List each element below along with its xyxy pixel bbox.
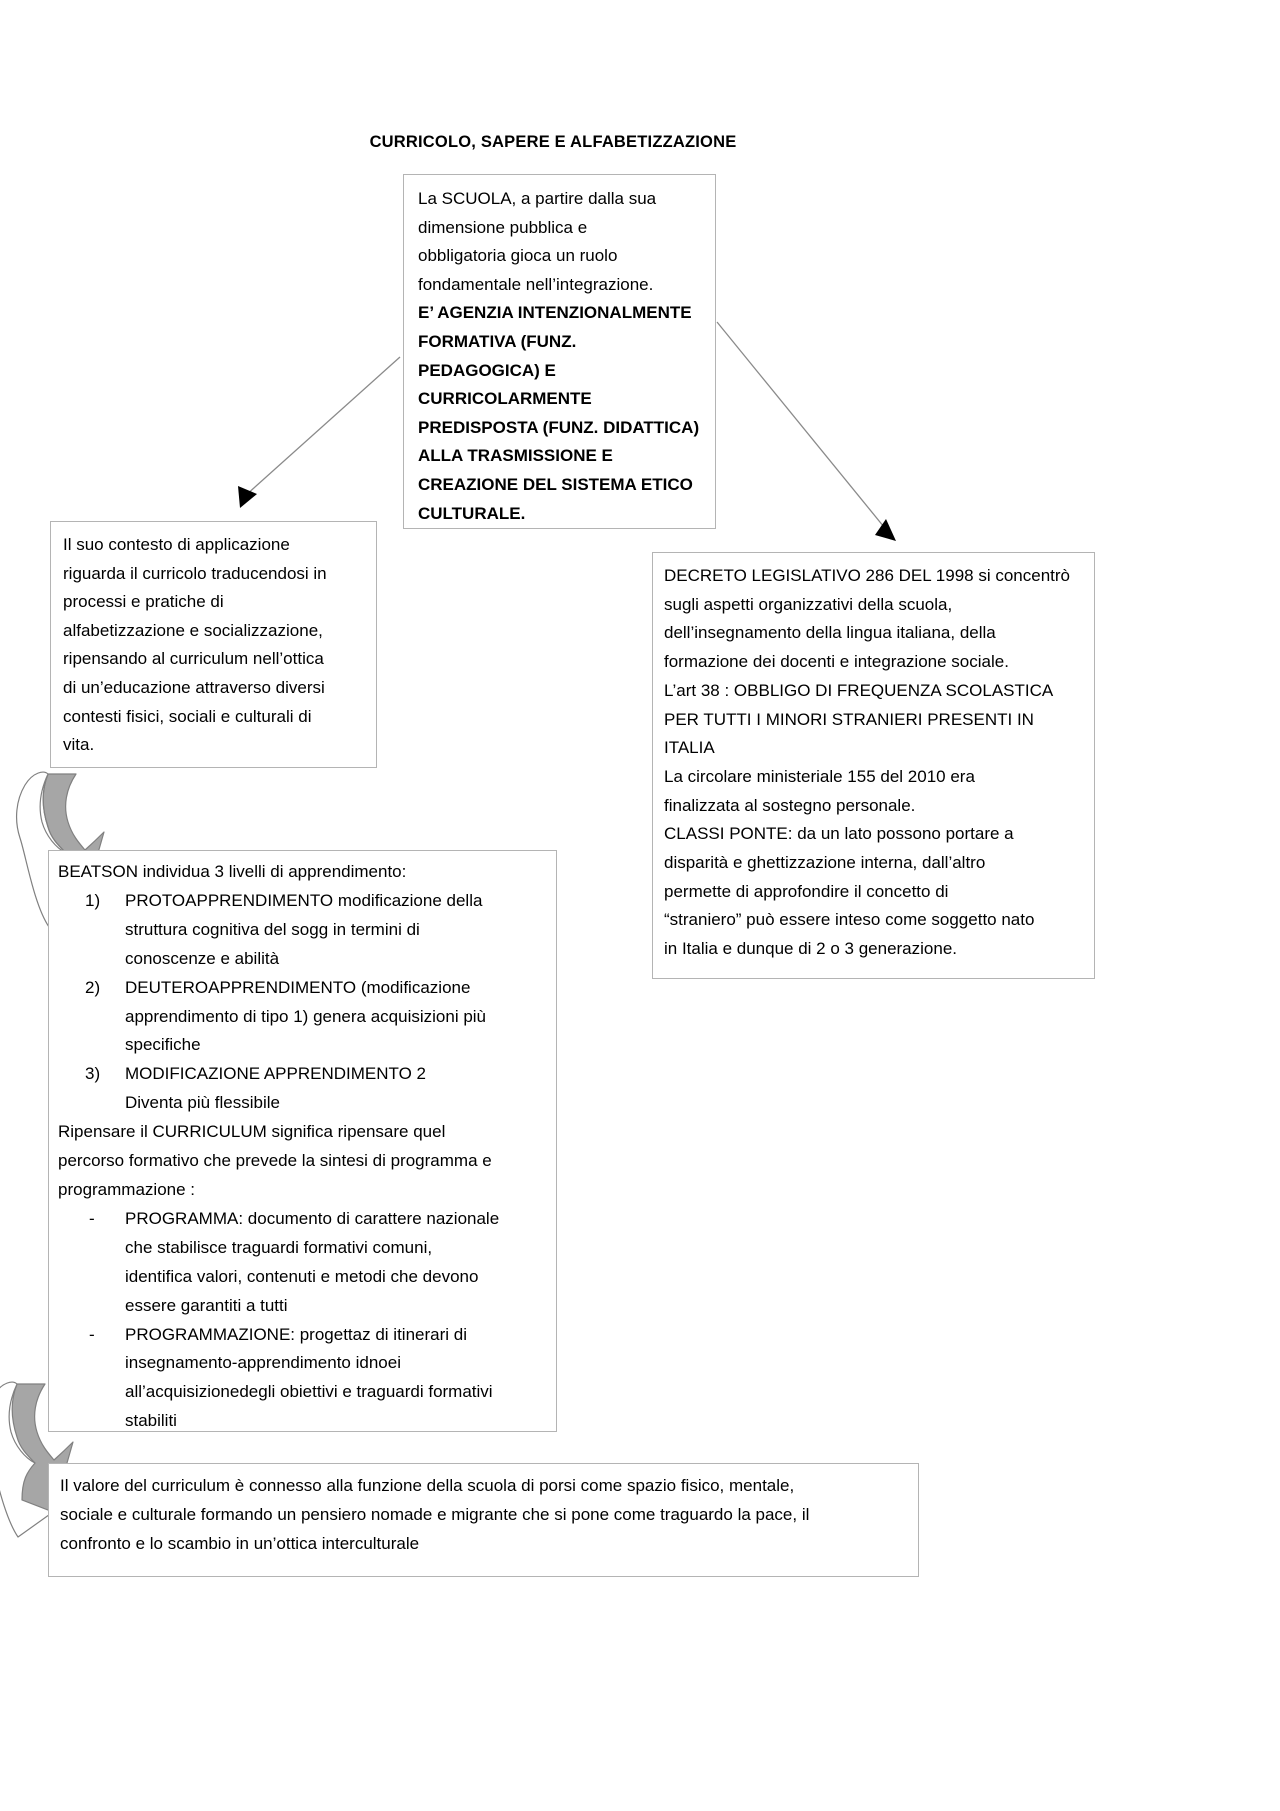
list-item: - PROGRAMMAZIONE: progettaz di itinerari… — [58, 1321, 548, 1437]
contesto-line: Il suo contesto di applicazione — [63, 535, 290, 554]
decreto-box: DECRETO LEGISLATIVO 286 DEL 1998 si conc… — [652, 552, 1095, 979]
scuola-bold-line: E’ AGENZIA INTENZIONALMENTE — [418, 303, 692, 323]
beatson-numbered-list: 1) PROTOAPPRENDIMENTO modificazione dell… — [58, 887, 548, 1118]
list-item-line: PROTOAPPRENDIMENTO modificazione della — [125, 890, 483, 910]
scuola-line: fondamentale nell’integrazione. — [418, 274, 654, 294]
decreto-line: dell’insegnamento della lingua italiana,… — [664, 623, 996, 643]
decreto-line: permette di approfondire il concetto di — [664, 881, 949, 901]
list-item-line: PROGRAMMAZIONE: progettaz di itinerari d… — [125, 1324, 467, 1344]
list-item-line: DEUTEROAPPRENDIMENTO (modificazione — [125, 977, 471, 997]
valore-line: Il valore del curriculum è connesso alla… — [60, 1476, 795, 1495]
beatson-middle-line: percorso formativo che prevede la sintes… — [58, 1151, 492, 1171]
decreto-line: La circolare ministeriale 155 del 2010 e… — [664, 766, 975, 786]
decreto-line: formazione dei docenti e integrazione so… — [664, 652, 1009, 672]
scuola-bold-line: PREDISPOSTA (FUNZ. DIDATTICA) — [418, 417, 700, 437]
list-item-line: apprendimento di tipo 1) genera acquisiz… — [125, 1006, 487, 1026]
scuola-bold-line: CULTURALE. — [418, 503, 526, 523]
list-item-line: conoscenze e abilità — [125, 948, 280, 968]
list-marker: - — [89, 1324, 95, 1344]
beatson-box: BEATSON individua 3 livelli di apprendim… — [48, 850, 557, 1432]
decreto-line: DECRETO LEGISLATIVO 286 DEL 1998 si conc… — [664, 566, 1070, 585]
scuola-line: dimensione pubblica e — [418, 217, 588, 237]
scuola-bold-line: PEDAGOGICA) E — [418, 360, 556, 380]
beatson-middle-line: programmazione : — [58, 1179, 196, 1199]
list-marker: - — [89, 1208, 95, 1228]
decreto-line: “straniero” può essere inteso come sogge… — [664, 910, 1035, 930]
list-item-line: struttura cognitiva del sogg in termini … — [125, 919, 420, 939]
decreto-line: CLASSI PONTE: da un lato possono portare… — [664, 824, 1014, 844]
contesto-line: riguarda il curricolo traducendosi in — [63, 563, 327, 583]
contesto-line: vita. — [63, 735, 95, 755]
contesto-line: processi e pratiche di — [63, 592, 224, 612]
list-item-line: stabiliti — [125, 1411, 177, 1431]
list-item-line: specifiche — [125, 1035, 201, 1055]
list-item: 1) PROTOAPPRENDIMENTO modificazione dell… — [58, 887, 548, 974]
scuola-line: La SCUOLA, a partire dalla sua — [418, 189, 657, 208]
decreto-line: L’art 38 : OBBLIGO DI FREQUENZA SCOLASTI… — [664, 680, 1054, 700]
list-item-line: essere garantiti a tutti — [125, 1295, 288, 1315]
decreto-line: ITALIA — [664, 738, 715, 758]
contesto-box: Il suo contesto di applicazione riguarda… — [50, 521, 377, 768]
scuola-bold-line: ALLA TRASMISSIONE E — [418, 446, 613, 466]
arrow-scuola-to-decreto-icon — [716, 321, 896, 541]
valore-line: confronto e lo scambio in un’ottica inte… — [60, 1533, 420, 1553]
contesto-line: ripensando al curriculum nell’ottica — [63, 649, 324, 669]
scuola-line: obbligatoria gioca un ruolo — [418, 246, 618, 266]
valore-line: sociale e culturale formando un pensiero… — [60, 1504, 810, 1524]
beatson-middle-line: Ripensare il CURRICULUM significa ripens… — [58, 1122, 446, 1142]
list-item-line: all’acquisizionedegli obiettivi e tragua… — [125, 1382, 493, 1402]
beatson-dashed-list: - PROGRAMMA: documento di carattere nazi… — [58, 1205, 548, 1436]
list-item: 3) MODIFICAZIONE APPRENDIMENTO 2 Diventa… — [58, 1060, 548, 1118]
list-item: 2) DEUTEROAPPRENDIMENTO (modificazione a… — [58, 974, 548, 1061]
list-marker: 3) — [85, 1064, 101, 1084]
list-item-line: PROGRAMMA: documento di carattere nazion… — [125, 1208, 500, 1228]
scuola-box: La SCUOLA, a partire dalla sua dimension… — [403, 174, 716, 529]
arrow-scuola-to-contesto-icon — [238, 356, 401, 508]
list-item-line: Diventa più flessibile — [125, 1093, 280, 1113]
contesto-line: contesti fisici, sociali e culturali di — [63, 706, 312, 726]
list-marker: 1) — [85, 890, 101, 910]
decreto-line: disparità e ghettizzazione interna, dall… — [664, 853, 986, 873]
page-title: CURRICOLO, SAPERE E ALFABETIZZAZIONE — [369, 133, 737, 151]
list-item-line: che stabilisce traguardi formativi comun… — [125, 1237, 433, 1257]
contesto-line: di un’educazione attraverso diversi — [63, 677, 325, 697]
decreto-line: in Italia e dunque di 2 o 3 generazione. — [664, 939, 958, 959]
decreto-line: PER TUTTI I MINORI STRANIERI PRESENTI IN — [664, 709, 1034, 729]
list-marker: 2) — [85, 977, 101, 997]
beatson-intro: BEATSON individua 3 livelli di apprendim… — [58, 862, 407, 881]
list-item-line: insegnamento-apprendimento idnoei — [125, 1353, 401, 1373]
decreto-line: finalizzata al sostegno personale. — [664, 795, 916, 815]
scuola-bold-line: CREAZIONE DEL SISTEMA ETICO — [418, 474, 693, 494]
contesto-line: alfabetizzazione e socializzazione, — [63, 620, 323, 640]
list-item: - PROGRAMMA: documento di carattere nazi… — [58, 1205, 548, 1321]
list-item-line: MODIFICAZIONE APPRENDIMENTO 2 — [125, 1064, 427, 1084]
valore-box: Il valore del curriculum è connesso alla… — [48, 1463, 919, 1577]
scuola-bold-line: CURRICOLARMENTE — [418, 389, 592, 409]
scuola-bold-line: FORMATIVA (FUNZ. — [418, 331, 577, 351]
decreto-line: sugli aspetti organizzativi della scuola… — [664, 594, 953, 614]
list-item-line: identifica valori, contenuti e metodi ch… — [125, 1266, 479, 1286]
